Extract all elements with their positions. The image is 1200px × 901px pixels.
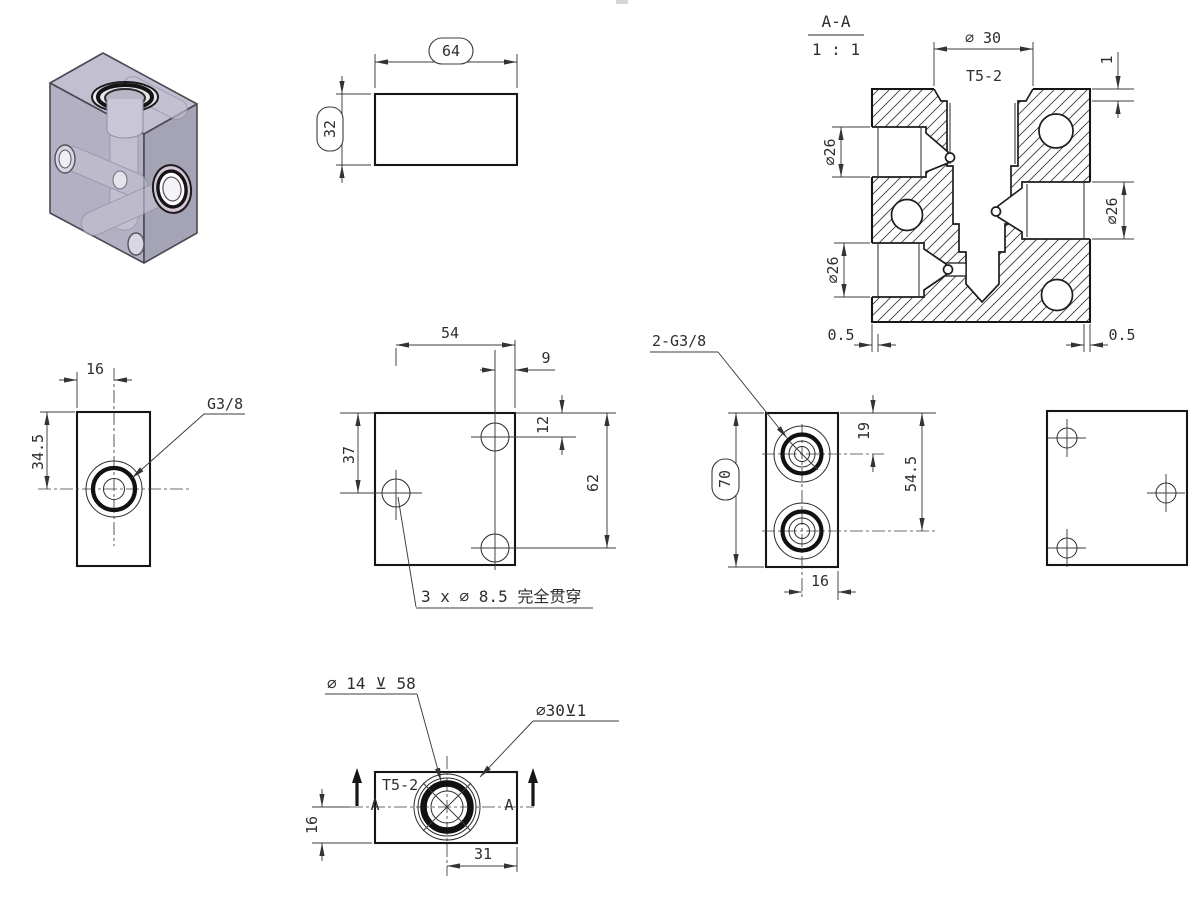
front-view: 54 9 12 37 62 3 x ∅ 8.5 完全贯穿 xyxy=(340,324,616,609)
dim-label-16: 16 xyxy=(86,360,104,378)
top-view: 64 32 xyxy=(316,37,519,183)
hole-mr xyxy=(1147,474,1185,512)
small-port-mid-3d xyxy=(112,170,128,190)
dim-05-left: 0.5 xyxy=(827,324,896,352)
small-port-bottom-3d xyxy=(127,232,145,256)
note-d30: ∅30⊻1 xyxy=(536,701,586,720)
dim-31: 31 xyxy=(447,845,518,872)
small-port-left2-3d xyxy=(58,149,72,169)
dim-16-right-view: 16 xyxy=(784,571,856,600)
section-letter-right: A xyxy=(504,796,513,814)
dim-label-16-r: 16 xyxy=(811,572,829,590)
hole-tl xyxy=(1048,419,1086,457)
bottom-view: T5-2 A A ∅ 14 ⊻ 58 ∅30⊻1 16 xyxy=(303,674,619,876)
dim-label-34-5: 34.5 xyxy=(29,434,47,470)
dim-34-5: 34.5 xyxy=(29,411,75,489)
dim-62: 62 xyxy=(584,413,610,548)
port-top xyxy=(773,425,831,483)
section-view-aa: A-A 1 : 1 ∅ 30 T5-2 xyxy=(808,12,1136,352)
dim-19: 19 xyxy=(855,395,876,472)
dim-label-37: 37 xyxy=(340,446,358,464)
dim-label-d26-lt: ∅26 xyxy=(821,138,839,165)
callout-d14: ∅ 14 ⊻ 58 xyxy=(325,674,442,782)
dim-12: 12 xyxy=(534,395,565,455)
right-side-view: 2-G3/8 70 19 54.5 16 xyxy=(650,332,936,600)
dim-64: 64 xyxy=(374,37,518,88)
dim-label-d26-lb: ∅26 xyxy=(824,256,842,283)
note-d14: ∅ 14 ⊻ 58 xyxy=(327,674,416,693)
cartridge-port xyxy=(413,773,481,841)
drill-hole-top-right xyxy=(1038,113,1074,149)
callout-d30: ∅30⊻1 xyxy=(479,701,619,778)
dim-d26-left-top: ∅26 xyxy=(821,126,870,178)
dim-9: 9 xyxy=(480,349,555,373)
cavity-label-t52: T5-2 xyxy=(966,67,1002,85)
drill-hole-bottom-right xyxy=(1040,278,1074,312)
dim-label-70: 70 xyxy=(716,470,734,488)
section-title-label: A-A xyxy=(822,12,851,31)
section-title: A-A 1 : 1 xyxy=(808,12,864,59)
dim-54: 54 xyxy=(396,324,515,348)
holes-note: 3 x ∅ 8.5 完全贯穿 xyxy=(421,587,581,606)
dim-label-32: 32 xyxy=(321,120,339,138)
dim-label-62: 62 xyxy=(584,474,602,492)
hole-bl xyxy=(1048,529,1086,567)
dim-label-19: 19 xyxy=(855,422,873,440)
port-thread-ring xyxy=(90,465,138,513)
dim-d26-right: ∅26 xyxy=(1092,181,1134,240)
section-letter-left: A xyxy=(370,796,379,814)
dim-label-64: 64 xyxy=(442,42,460,60)
top-port-3d xyxy=(91,81,159,139)
dim-label-d30: ∅ 30 xyxy=(965,29,1001,47)
port-callout-g38: G3/8 xyxy=(131,395,245,479)
dim-label-05-l: 0.5 xyxy=(827,326,854,344)
dim-54-5: 54.5 xyxy=(902,413,925,531)
section-scale-label: 1 : 1 xyxy=(812,40,860,59)
back-view xyxy=(1045,409,1189,567)
left-side-view: 16 34.5 G3/8 xyxy=(29,360,245,568)
cavity-label-bottom: T5-2 xyxy=(382,776,418,794)
dim-label-1: 1 xyxy=(1098,55,1116,64)
dim-label-d26-r: ∅26 xyxy=(1103,197,1121,224)
dim-32: 32 xyxy=(316,76,371,183)
dim-05-right: 0.5 xyxy=(1066,324,1136,352)
dim-label-16-b: 16 xyxy=(303,816,321,834)
dim-d30: ∅ 30 T5-2 xyxy=(933,29,1034,86)
port-label-g38: G3/8 xyxy=(207,395,243,413)
section-cut-marks: A A xyxy=(352,768,538,814)
ports-label-2g38: 2-G3/8 xyxy=(652,332,706,350)
dim-label-54-5: 54.5 xyxy=(902,456,920,492)
dim-label-12: 12 xyxy=(534,416,552,434)
dim-label-31: 31 xyxy=(474,845,492,863)
holes-callout: 3 x ∅ 8.5 完全贯穿 xyxy=(397,496,593,609)
dim-label-54: 54 xyxy=(441,324,459,342)
cartridge-cavity xyxy=(933,88,1034,304)
drill-hole-mid-left xyxy=(890,198,924,232)
dim-d26-left-bottom: ∅26 xyxy=(824,242,870,298)
dim-37: 37 xyxy=(340,413,361,493)
side-port-3d xyxy=(151,164,193,214)
dim-label-9: 9 xyxy=(541,349,550,367)
dim-label-05-r: 0.5 xyxy=(1108,326,1135,344)
ports-callout-2g38: 2-G3/8 xyxy=(650,332,788,439)
dim-70: 70 xyxy=(711,412,764,568)
cropped-artifact xyxy=(616,0,628,4)
isometric-view xyxy=(49,52,198,264)
port-bottom xyxy=(773,502,831,560)
dim-16-bottom-view: 16 xyxy=(303,789,372,861)
dim-16-left-view: 16 xyxy=(59,360,132,408)
dim-1: 1 xyxy=(1092,52,1134,118)
